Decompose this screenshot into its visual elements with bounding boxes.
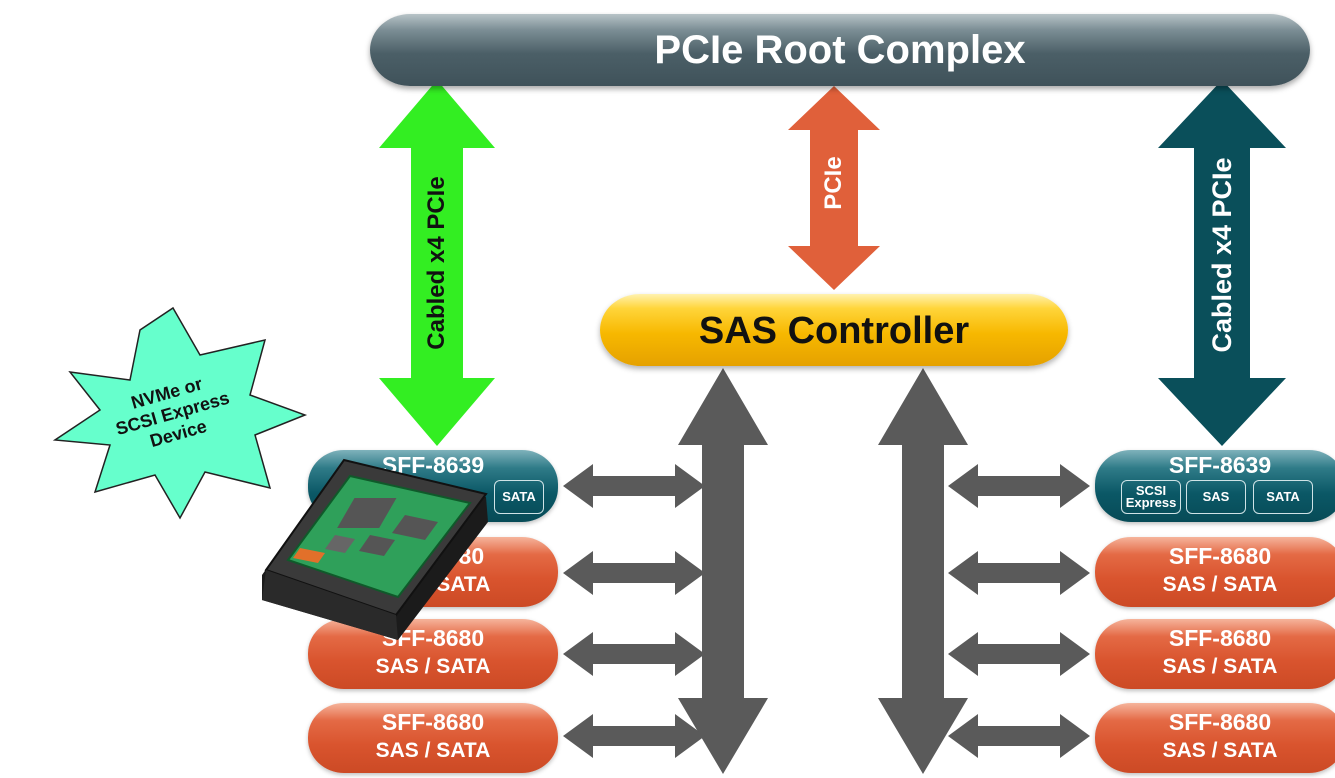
right-slot-1-protocols: SAS / SATA: [1162, 573, 1278, 596]
right-slot-2-protocols: SAS / SATA: [1162, 655, 1278, 678]
ssd-front-edge: [262, 570, 398, 640]
ssd-chip-2: [359, 535, 395, 556]
left-cable-arrow: [379, 80, 495, 446]
left-slot-3-title: SFF-8680: [381, 709, 485, 735]
right-sff8639-port-sata: SATA: [1253, 480, 1313, 514]
sas-controller: SAS Controller: [600, 294, 1068, 366]
pcie-root-complex: PCIe Root Complex: [370, 14, 1310, 86]
left-slot-3-protocols: SAS / SATA: [375, 739, 491, 762]
left-slot-2-protocols: SAS / SATA: [375, 655, 491, 678]
left-sff8639-port-sata: SATA: [494, 480, 544, 514]
right-slot-3-protocols: SAS / SATA: [1162, 739, 1278, 762]
right-sas-bus-arrow: [878, 368, 968, 774]
center-pcie-arrow: [788, 86, 880, 290]
right-sff8680-slot-2: SFF-8680 SAS / SATA: [1095, 619, 1335, 689]
ssd-chip-4: [325, 535, 355, 553]
right-slot-1-title: SFF-8680: [1168, 543, 1272, 569]
ssd-connector-tab: [293, 548, 325, 563]
right-sff8639-port-sas: SAS: [1186, 480, 1246, 514]
right-sff8680-slot-3: SFF-8680 SAS / SATA: [1095, 703, 1335, 773]
left-port-arrow-3: [563, 632, 705, 676]
device-starburst: [52, 306, 308, 520]
right-sff8639-connector: SFF-8639 SCSI Express SAS SATA: [1095, 450, 1335, 522]
left-port-arrows: [563, 464, 705, 758]
right-port-arrow-1: [948, 464, 1090, 508]
left-port-arrow-1: [563, 464, 705, 508]
left-port-arrow-4: [563, 714, 705, 758]
right-port-arrow-3: [948, 632, 1090, 676]
root-complex-label: PCIe Root Complex: [654, 28, 1026, 72]
right-cable-arrow: [1158, 80, 1286, 446]
left-sff8680-slot-3: SFF-8680 SAS / SATA: [308, 703, 558, 773]
right-port-arrows: [948, 464, 1090, 758]
right-sff8639-port-scsi-express: SCSI Express: [1121, 480, 1181, 514]
right-slot-3-title: SFF-8680: [1168, 709, 1272, 735]
left-sff8680-slot-2: SFF-8680 SAS / SATA: [308, 619, 558, 689]
left-port-arrow-2: [563, 551, 705, 595]
right-port-arrow-4: [948, 714, 1090, 758]
ssd-circuit-board: [286, 474, 472, 599]
right-sff8639-title: SFF-8639: [1168, 452, 1272, 478]
ssd-chip-3: [392, 515, 438, 540]
left-sas-bus-arrow: [678, 368, 768, 774]
ssd-chip-1: [337, 498, 397, 528]
right-sff8680-slot-1: SFF-8680 SAS / SATA: [1095, 537, 1335, 607]
right-slot-2-title: SFF-8680: [1168, 625, 1272, 651]
right-port-arrow-2: [948, 551, 1090, 595]
sas-controller-label: SAS Controller: [698, 310, 970, 352]
